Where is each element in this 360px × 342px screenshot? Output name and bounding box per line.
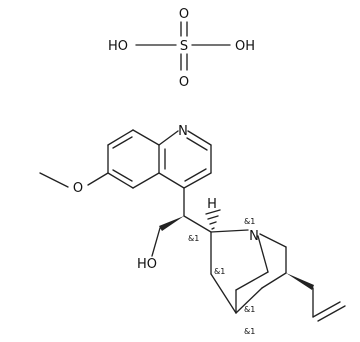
wedge-vinyl: [286, 273, 314, 290]
stereo-label-c4: &1: [244, 327, 255, 336]
hydroxyl-left-label: HO: [108, 39, 128, 54]
bond-c3-c4: [210, 273, 237, 314]
bond-c8-c7-inner: [112, 136, 133, 149]
methoxy-oxygen-atom: O: [73, 181, 83, 196]
hash-bond-c2-h: [205, 209, 221, 230]
bond-c2-n1: [210, 229, 249, 233]
bond-c8-c7: [107, 129, 134, 146]
carbinol-center: HO &1: [137, 187, 212, 272]
bond-c6-c5: [235, 271, 269, 291]
bond-n1-c2: [187, 130, 212, 146]
bond-n1-c6: [257, 235, 269, 273]
stereo-label-c9: &1: [188, 234, 199, 243]
quinoline-nitrogen-atom: N: [178, 124, 188, 139]
bond-c9-oh: [151, 227, 161, 257]
bond-n1-c8: [259, 233, 287, 248]
sulfur-atom: S: [180, 39, 188, 54]
quinuclidine-cage: H N &1 &1 &1 &1: [205, 197, 346, 336]
quinuclidine-nitrogen-atom: N: [249, 229, 259, 244]
oxygen-bottom-atom: O: [179, 75, 189, 90]
wedge-c9-hydroxyl: [159, 216, 184, 231]
bond-c3-c4: [183, 172, 212, 189]
hydrogen-atom: H: [207, 197, 217, 212]
bond-c4-c7b: [235, 287, 263, 314]
bond-c8a-n1: [158, 130, 179, 146]
oxygen-top-atom: O: [179, 7, 189, 22]
bond-c8a-c8: [132, 129, 160, 146]
bond-n1-c2-inner: [186, 137, 208, 151]
hydroxyl-right-label: OH: [235, 39, 255, 54]
stereo-label-c5: &1: [244, 305, 255, 314]
bond-o-ch3: [39, 172, 69, 188]
sulfuric-acid: S O O HO OH: [108, 7, 255, 90]
bond-c6-c5: [107, 172, 134, 189]
bond-vinyl-c: [317, 305, 346, 322]
bond-vinyl-b: [312, 301, 341, 318]
quinoline-ring: N O: [39, 124, 212, 196]
stereo-label-n: &1: [244, 217, 255, 226]
bond-c7-c4: [261, 272, 287, 289]
stereo-label-c2: &1: [214, 267, 225, 276]
bond-c3-c4-inner: [184, 168, 207, 182]
bond-c4-c4a: [158, 172, 185, 189]
bond-c6-c5-inner: [112, 169, 133, 182]
bond-c6-o: [87, 172, 109, 186]
bond-c5-c4a: [132, 172, 160, 189]
bond-c9-c2q: [183, 215, 212, 233]
hydroxyl-label: HO: [137, 257, 157, 272]
